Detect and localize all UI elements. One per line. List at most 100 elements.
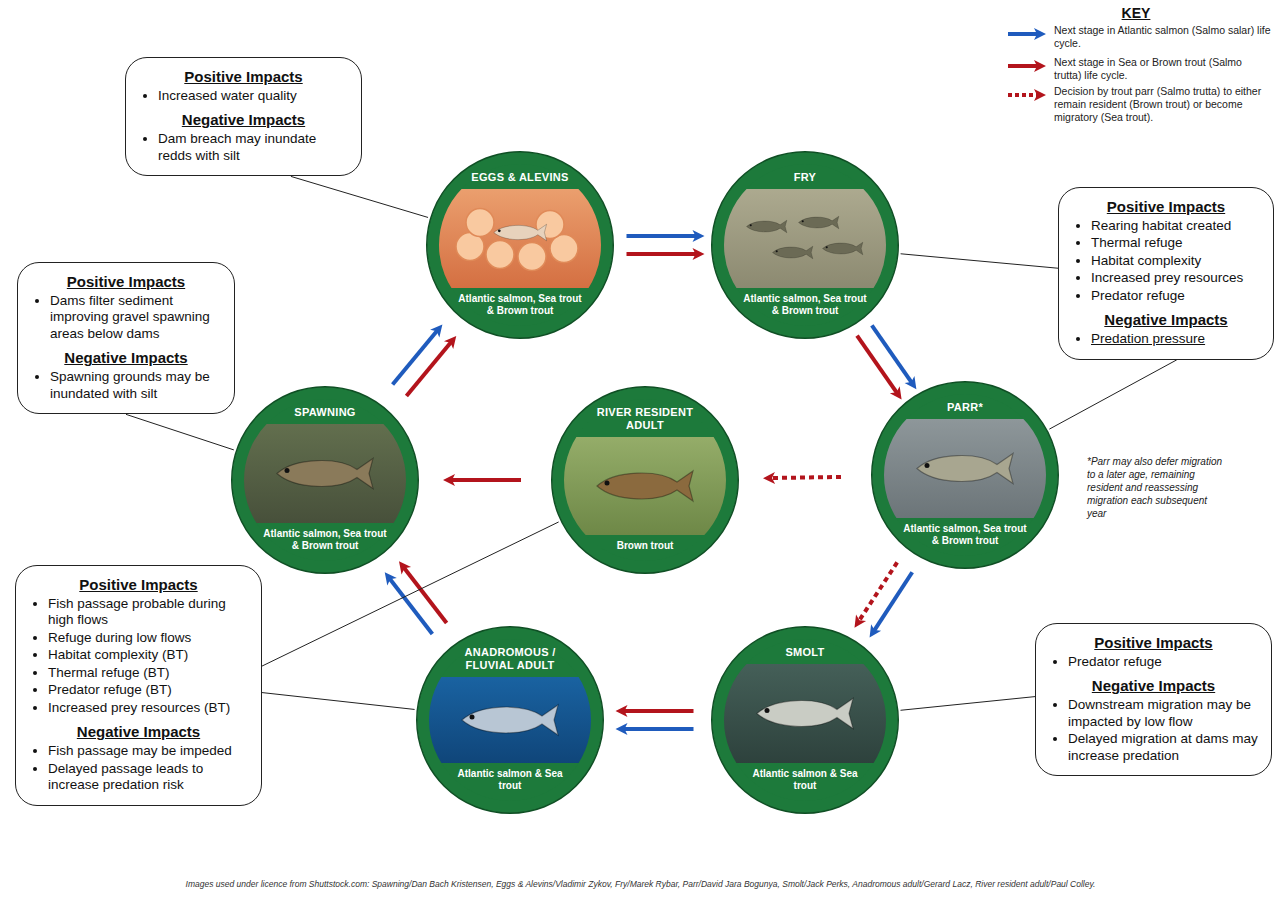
lifecycle-arrow — [857, 336, 898, 395]
bullet-item: Increased water quality — [158, 88, 349, 104]
species-label: Atlantic salmon, Sea trout & Brown trout — [742, 293, 868, 317]
stage-title: SMOLT — [739, 646, 871, 659]
lifecycle-arrow — [622, 709, 694, 713]
ring — [238, 393, 412, 567]
impact-list: Fish passage probable during high flowsR… — [28, 596, 249, 716]
lifecycle-arrow — [406, 341, 452, 396]
bullet-item: Increased prey resources — [1091, 270, 1261, 286]
impact-list: Predator refuge — [1048, 654, 1259, 670]
bullet-item: Fish passage probable during high flows — [48, 596, 249, 629]
impact-list: Increased water quality — [138, 88, 349, 104]
impact-bullet: Downstream migration may be impacted by … — [1068, 697, 1251, 728]
box-heading: Positive Impacts — [138, 68, 349, 85]
bullet-item: Refuge during low flows — [48, 630, 249, 646]
impact-bullet: Predator refuge — [1091, 288, 1185, 303]
impact-bullet: Predator refuge (BT) — [48, 682, 172, 697]
stage-title: EGGS & ALEVINS — [454, 171, 586, 184]
impact-list: Spawning grounds may be inundated with s… — [30, 369, 222, 402]
fish-body — [747, 220, 787, 233]
impact-bullet: Increased water quality — [158, 88, 297, 103]
life-stage-circle: FRY Atlantic salmon, Sea trout & Brown tr… — [711, 151, 899, 339]
footnote: *Parr may also defer migration to a late… — [1087, 455, 1229, 520]
impact-bullet: Increased prey resources (BT) — [48, 700, 230, 715]
bullet-item: Predator refuge — [1091, 288, 1261, 304]
legend-sample — [1006, 58, 1048, 74]
legend-sample — [1006, 87, 1048, 103]
fish-body — [494, 224, 547, 241]
impact-box: Positive ImpactsRearing habitat createdT… — [1058, 187, 1274, 360]
legend-row: Decision by trout parr (Salmo trutta) to… — [1006, 85, 1272, 124]
impact-bullet: Predator refuge — [1068, 654, 1162, 669]
legend-arrow-line — [1008, 32, 1037, 36]
fish-figure — [757, 699, 853, 729]
species-label: Atlantic salmon, Sea trout & Brown trout — [262, 528, 388, 552]
legend-row: Next stage in Sea or Brown trout (Salmo … — [1006, 56, 1272, 82]
lifecycle-arrow — [858, 562, 897, 622]
ring-edge — [427, 152, 614, 339]
bullet-item: Increased prey resources (BT) — [48, 700, 249, 716]
impact-bullet: Thermal refuge — [1091, 235, 1183, 250]
fish-body — [917, 454, 1013, 484]
fish-eye — [498, 229, 501, 232]
impact-bullet: Delayed migration at dams may increase p… — [1068, 731, 1258, 762]
legend-text: Decision by trout parr (Salmo trutta) to… — [1054, 85, 1272, 124]
fish-body — [277, 459, 373, 489]
key-title: KEY — [1005, 5, 1267, 21]
fish-figure — [277, 459, 373, 489]
fish-eye — [470, 715, 475, 720]
box-heading: Positive Impacts — [1071, 198, 1261, 215]
photo-ground — [713, 628, 897, 812]
ring-edge — [552, 387, 739, 574]
fish-eye — [802, 220, 804, 222]
impact-list: Dams filter sediment improving gravel sp… — [30, 293, 222, 342]
impact-bullet: Delayed passage leads to increase predat… — [48, 761, 203, 792]
egg — [518, 243, 546, 271]
ring — [718, 633, 892, 807]
fish-eye — [750, 224, 752, 226]
lifecycle-arrow — [873, 572, 912, 632]
egg — [486, 241, 514, 269]
bullet-item: Dams filter sediment improving gravel sp… — [50, 293, 222, 342]
fish-body — [823, 242, 863, 255]
lifecycle-arrow — [622, 727, 694, 731]
fish-eye — [776, 250, 778, 252]
life-stage-circle: SMOLTAtlantic salmon & Sea trout — [711, 626, 899, 814]
impact-bullet: Fish passage may be impeded — [48, 743, 232, 758]
stage-title: FRY — [739, 171, 871, 184]
ring-edge — [232, 387, 419, 574]
box-heading: Negative Impacts — [30, 349, 222, 366]
bullet-item: Thermal refuge — [1091, 235, 1261, 251]
fish-figure — [773, 246, 813, 259]
impact-bullet: Habitat complexity (BT) — [48, 647, 188, 662]
lifecycle-arrow — [769, 477, 841, 478]
legend-row: Next stage in Atlantic salmon (Salmo sal… — [1006, 24, 1272, 50]
life-stage-circle: SPAWNINGAtlantic salmon, Sea trout & Bro… — [231, 386, 419, 574]
impact-list: Downstream migration may be impacted by … — [1048, 697, 1259, 764]
box-heading: Negative Impacts — [1048, 677, 1259, 694]
egg — [550, 235, 578, 263]
impact-list: Predation pressure — [1071, 331, 1261, 347]
photo-ground — [428, 153, 612, 337]
legend-text: Next stage in Sea or Brown trout (Salmo … — [1054, 56, 1272, 82]
bullet-item: Delayed passage leads to increase predat… — [48, 761, 249, 794]
fish-eye — [826, 246, 828, 248]
lifecycle-arrow — [393, 329, 439, 384]
ring-edge — [872, 382, 1059, 569]
bullet-item: Fish passage may be impeded — [48, 743, 249, 759]
leader-line — [901, 697, 1035, 711]
impact-bullet: Spawning grounds may be inundated with s… — [50, 369, 210, 400]
fish-figure — [494, 224, 547, 241]
species-label: Atlantic salmon & Sea trout — [447, 768, 573, 792]
impact-bullet: Fish passage probable during high flows — [48, 596, 226, 627]
bullet-item: Downstream migration may be impacted by … — [1068, 697, 1259, 730]
bullet-item: Habitat complexity (BT) — [48, 647, 249, 663]
ring — [433, 158, 607, 332]
bullet-item: Thermal refuge (BT) — [48, 665, 249, 681]
impact-box: Positive ImpactsPredator refugeNegative … — [1035, 623, 1272, 776]
fish-body — [757, 699, 853, 729]
bullet-item: Delayed migration at dams may increase p… — [1068, 731, 1259, 764]
bullet-item: Spawning grounds may be inundated with s… — [50, 369, 222, 402]
fish-figure — [747, 220, 787, 233]
stage-title: RIVER RESIDENT ADULT — [579, 406, 711, 432]
